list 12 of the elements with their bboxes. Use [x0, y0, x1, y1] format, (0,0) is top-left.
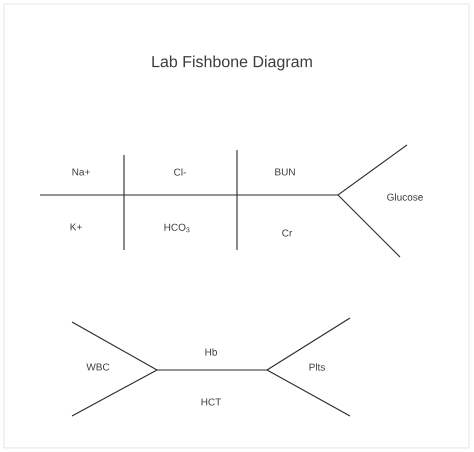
lab-value-label: HCO$_{3}$	[164, 224, 190, 232]
lab-value-label: Plts	[309, 363, 325, 371]
lab-value-label: Cr	[282, 229, 292, 237]
title: Lab Fishbone Diagram	[152, 56, 312, 70]
lab-value-label: HCT	[202, 398, 222, 406]
lab-value-label: K+	[70, 224, 82, 230]
lab-value-label: BUN	[275, 168, 295, 176]
lab-value-label: Na+	[72, 168, 90, 176]
lab-value-label: Glucose	[387, 193, 423, 201]
lab-value-label: Cl-	[174, 168, 186, 176]
lab-value-label: WBC	[86, 363, 110, 371]
lab-value-label: Hb	[205, 348, 217, 356]
